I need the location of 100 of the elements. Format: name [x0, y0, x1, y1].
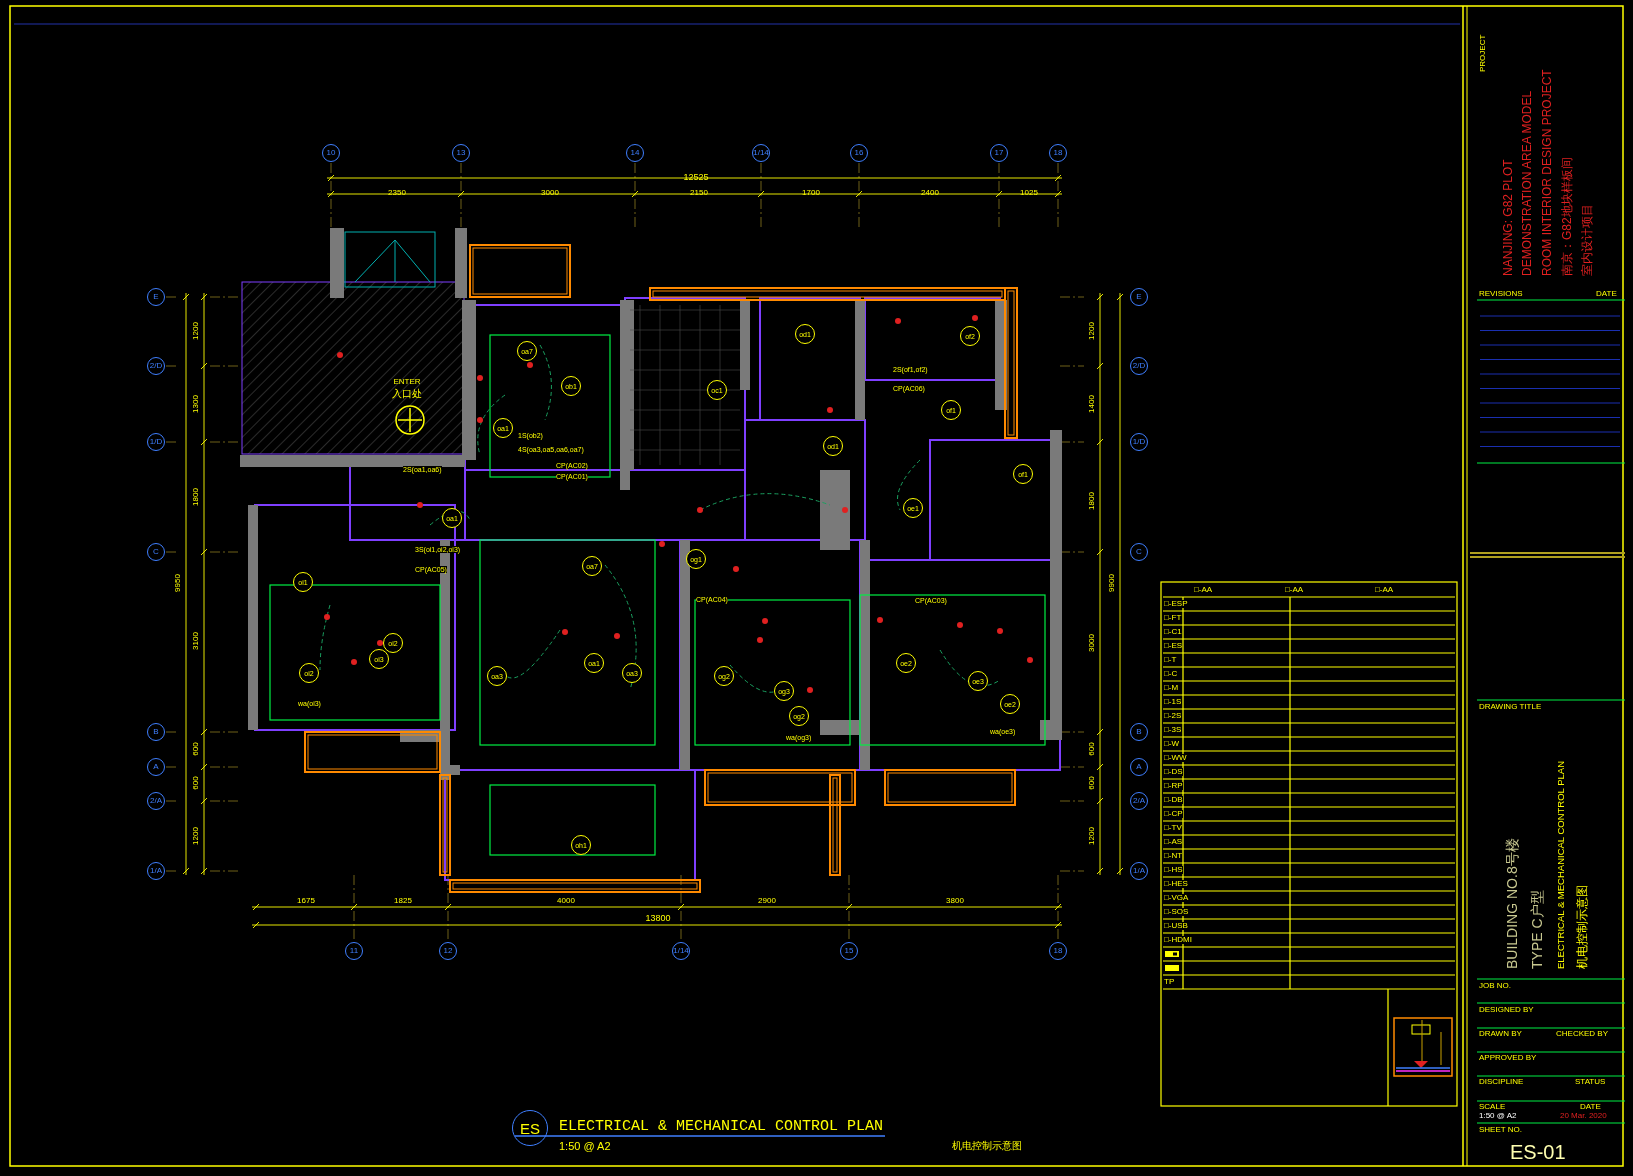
table-cell: □-WW [1164, 754, 1187, 762]
dimension-value: 3000 [1088, 634, 1096, 652]
dimension-value: 1825 [394, 897, 412, 905]
sheet-title: 机电控制示意图 [1576, 885, 1588, 969]
dimension-value: 2350 [388, 189, 406, 197]
table-cell: □-W [1164, 740, 1180, 748]
table-cell: □-AS [1164, 838, 1183, 846]
grid-bubble: 13 [452, 144, 470, 162]
table-cell: □-DB [1164, 796, 1183, 804]
dimension-value: 1400 [1088, 395, 1096, 413]
project-title: 室内设计项目 [1581, 204, 1593, 276]
table-header: □-AA [1194, 586, 1213, 594]
table-cell: □-DS [1164, 768, 1183, 776]
grid-bubble: 14 [626, 144, 644, 162]
grid-bubble: B [147, 723, 165, 741]
dimension-value: 9900 [1108, 574, 1116, 592]
grid-bubble: 18 [1049, 144, 1067, 162]
table-cell: □-C [1164, 670, 1178, 678]
table-cell: □-3S [1164, 726, 1182, 734]
dimension-value: 1700 [802, 189, 820, 197]
grid-bubble: E [1130, 288, 1148, 306]
table-cell: □-1S [1164, 698, 1182, 706]
room-label: 入口处 [392, 389, 422, 399]
grid-bubble: A [147, 758, 165, 776]
title-block-text: DESIGNED BY [1479, 1006, 1534, 1014]
grid-bubble: B [1130, 723, 1148, 741]
table-cell: □-ES [1164, 642, 1183, 650]
dimension-value: 1200 [1088, 827, 1096, 845]
table-cell: □-ESP [1164, 600, 1188, 608]
dimension-value: 12525 [683, 173, 709, 182]
table-cell: □-VGA [1164, 894, 1189, 902]
room-label: ENTER [393, 378, 421, 386]
dimension-value: 1675 [297, 897, 315, 905]
title-block-text: REVISIONS [1479, 290, 1523, 298]
title-block-text: JOB NO. [1479, 982, 1511, 990]
dimension-value: 1300 [192, 395, 200, 413]
grid-bubble: 1/A [147, 862, 165, 880]
table-cell: □-T [1164, 656, 1177, 664]
dimension-value: 1200 [192, 827, 200, 845]
dimension-value: 600 [1088, 742, 1096, 756]
grid-bubble: 2/D [147, 357, 165, 375]
grid-bubble: 16 [850, 144, 868, 162]
table-cell: □-RP [1164, 782, 1183, 790]
table-cell: TP [1164, 978, 1175, 986]
table-cell: □-2S [1164, 712, 1182, 720]
title-block-text: STATUS [1575, 1078, 1606, 1086]
dimension-value: 2400 [921, 189, 939, 197]
dimension-value: 2900 [758, 897, 776, 905]
grid-bubble: 1/A [1130, 862, 1148, 880]
title-block-text: SCALE [1479, 1103, 1506, 1111]
table-header: □-AA [1285, 586, 1304, 594]
project-title: ROOM INTERIOR DESIGN PROJECT [1541, 69, 1553, 276]
title-block-text: PROJECT [1479, 34, 1487, 72]
grid-bubble: 18 [1049, 942, 1067, 960]
sheet-title: ELECTRICAL & MECHANICAL CONTROL PLAN [1556, 761, 1566, 969]
dimension-value: 13800 [645, 914, 671, 923]
table-cell: □-USB [1164, 922, 1188, 930]
sheet-title: TYPE C户型 [1530, 890, 1544, 969]
dimension-value: 1025 [1020, 189, 1038, 197]
grid-bubble: 1/D [147, 433, 165, 451]
dimension-value: 3800 [946, 897, 964, 905]
project-title: DEMONSTRATION AREA MODEL [1521, 90, 1533, 276]
table-cell: □-NT [1164, 852, 1183, 860]
grid-bubble: 10 [322, 144, 340, 162]
dimension-value: 9950 [174, 574, 182, 592]
grid-bubble: 12 [439, 942, 457, 960]
title-block-text: DATE [1580, 1103, 1601, 1111]
title-block-text: SHEET NO. [1479, 1126, 1522, 1134]
dimension-value: 1800 [192, 488, 200, 506]
title-block-text: 1:50 @ A2 [1479, 1112, 1517, 1120]
dimension-value: 600 [1088, 776, 1096, 790]
grid-bubble: E [147, 288, 165, 306]
sheet-number: ES-01 [1510, 1142, 1566, 1162]
dimension-value: 1200 [1088, 322, 1096, 340]
title-block-text: DRAWN BY [1479, 1030, 1522, 1038]
grid-bubble: 1/D [1130, 433, 1148, 451]
grid-bubble: A [1130, 758, 1148, 776]
dimension-value: 4000 [557, 897, 575, 905]
grid-bubble: 17 [990, 144, 1008, 162]
title-block-text: DATE [1596, 290, 1617, 298]
project-title: 南京：G82地块样板间 [1561, 157, 1573, 276]
dimension-value: 600 [192, 776, 200, 790]
scale-note: 1:50 @ A2 [559, 1141, 611, 1152]
grid-bubble: 1/14 [752, 144, 770, 162]
table-cell: □-M [1164, 684, 1179, 692]
drawing-subtitle: 机电控制示意图 [952, 1141, 1022, 1151]
drawing-title: ELECTRICAL & MECHANICAL CONTROL PLAN [559, 1119, 884, 1134]
table-cell: □-HDMI [1164, 936, 1192, 944]
dimension-value: 2150 [690, 189, 708, 197]
grid-bubble: 11 [345, 942, 363, 960]
title-block-text: APPROVED BY [1479, 1054, 1537, 1062]
title-block-text: CHECKED BY [1556, 1030, 1608, 1038]
grid-bubble: 2/A [147, 792, 165, 810]
grid-bubble: C [147, 543, 165, 561]
table-cell: □-TV [1164, 824, 1182, 832]
title-block-text: 20 Mar. 2020 [1560, 1112, 1607, 1120]
table-header: □-AA [1375, 586, 1394, 594]
sheet-title: BUILDING NO.8号楼 [1505, 838, 1519, 969]
project-title: NANJING: G82 PLOT [1502, 159, 1514, 276]
grid-bubble: 2/A [1130, 792, 1148, 810]
